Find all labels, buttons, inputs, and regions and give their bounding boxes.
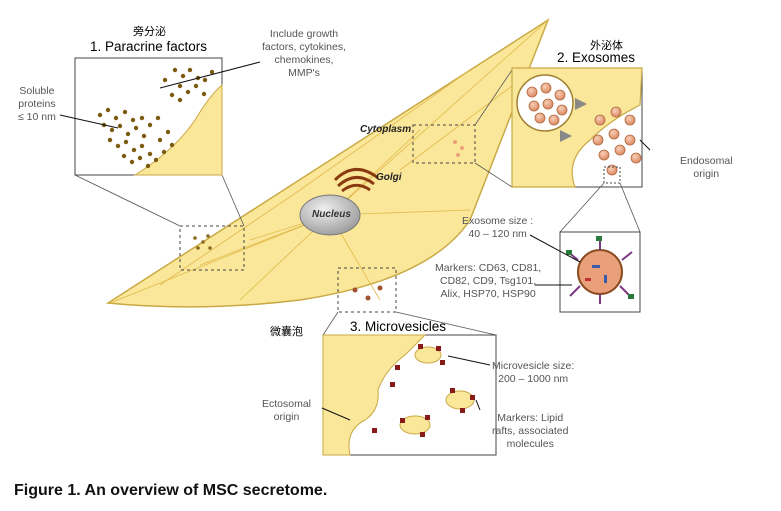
factor-dot bbox=[121, 153, 127, 159]
factor-dot bbox=[130, 117, 136, 123]
exosome-size-note: Exosome size :40 – 120 nm bbox=[462, 215, 534, 240]
factor-dot bbox=[185, 89, 191, 95]
factor-dot bbox=[180, 73, 186, 79]
factor-dot bbox=[109, 127, 115, 133]
exosome-vesicle bbox=[540, 82, 552, 94]
factor-dot bbox=[139, 115, 145, 121]
exosome-detail bbox=[577, 249, 623, 295]
factor-dot bbox=[161, 149, 167, 155]
paracrine-region bbox=[179, 225, 245, 271]
exosome-vesicle bbox=[610, 106, 622, 118]
exosome-vesicle bbox=[592, 134, 604, 146]
golgi-label: Golgi bbox=[376, 172, 402, 183]
paracrine-title: 1. Paracrine factors bbox=[90, 39, 208, 54]
factor-dot bbox=[169, 92, 175, 98]
nucleus-label: Nucleus bbox=[312, 209, 351, 220]
microvesicles-cn: 微囊泡 bbox=[270, 326, 303, 338]
golgi bbox=[333, 168, 379, 193]
factor-dot bbox=[105, 107, 111, 113]
factor-dot bbox=[147, 151, 153, 157]
cytoplasm-label: Cytoplasm bbox=[360, 124, 412, 135]
factor-dot bbox=[137, 155, 143, 161]
release-arrows bbox=[560, 98, 587, 142]
exosome-vesicle bbox=[624, 114, 636, 126]
factor-dot bbox=[129, 159, 135, 165]
exosome-vesicle bbox=[548, 114, 560, 126]
exosome-vesicle bbox=[608, 128, 620, 140]
exosome-vesicle bbox=[556, 104, 568, 116]
figure-caption: Figure 1. An overview of MSC secretome. bbox=[14, 482, 328, 499]
factor-dot bbox=[131, 147, 137, 153]
factor-dot bbox=[133, 125, 139, 131]
factor-dot bbox=[177, 83, 183, 89]
exosome-vesicle bbox=[534, 112, 546, 124]
exosome-markers-note: Markers: CD63, CD81,CD82, CD9, Tsg101,Al… bbox=[435, 262, 542, 300]
factor-dot bbox=[177, 97, 183, 103]
exosomes-title: 2. Exosomes bbox=[557, 50, 636, 65]
exosome-vesicle bbox=[528, 100, 540, 112]
factor-dot bbox=[139, 143, 145, 149]
microvesicle-region bbox=[337, 267, 397, 313]
factor-dot bbox=[187, 67, 193, 73]
factor-dot bbox=[115, 143, 121, 149]
cell-body bbox=[105, 18, 550, 308]
microvesicles-title: 3. Microvesicles bbox=[350, 319, 447, 334]
factor-dot bbox=[113, 115, 119, 121]
paracrine-factor-dots bbox=[97, 67, 215, 169]
factor-dot bbox=[107, 137, 113, 143]
factor-dot bbox=[153, 157, 159, 163]
factor-dot bbox=[165, 129, 171, 135]
factor-dot bbox=[169, 142, 175, 148]
microvesicle-size-note: Microvesicle size:200 – 1000 nm bbox=[492, 360, 575, 385]
exosome-vesicle bbox=[614, 144, 626, 156]
exosome-vesicle bbox=[630, 152, 642, 164]
factor-dot bbox=[147, 122, 153, 128]
exosome-vesicle bbox=[526, 86, 538, 98]
exosome-vesicle bbox=[624, 134, 636, 146]
exosome-region bbox=[412, 124, 476, 164]
exosome-vesicle bbox=[594, 114, 606, 126]
factor-dot bbox=[209, 69, 215, 75]
factor-dot bbox=[141, 133, 147, 139]
factor-dot bbox=[162, 77, 168, 83]
microvesicle-shapes bbox=[399, 346, 475, 435]
factor-dot bbox=[122, 109, 128, 115]
factor-dot bbox=[193, 83, 199, 89]
factor-dot bbox=[117, 123, 123, 129]
exosome-vesicle bbox=[542, 98, 554, 110]
factor-dot bbox=[125, 131, 131, 137]
nucleus bbox=[299, 194, 361, 236]
pointer-arrows bbox=[59, 61, 651, 421]
microvesicle-markers bbox=[372, 344, 475, 437]
factor-dot bbox=[157, 137, 163, 143]
factor-dot bbox=[172, 67, 178, 73]
factor-dot bbox=[201, 91, 207, 97]
factor-dot bbox=[145, 163, 151, 169]
exosomes-cn: 外泌体 bbox=[590, 40, 623, 52]
factor-dot bbox=[123, 139, 129, 145]
exosome-vesicles bbox=[526, 82, 642, 176]
factor-dot bbox=[202, 77, 208, 83]
factor-dot bbox=[97, 112, 103, 118]
exosome-vesicle bbox=[554, 89, 566, 101]
paracrine-cn: 旁分泌 bbox=[133, 26, 166, 38]
exosome-vesicle bbox=[598, 149, 610, 161]
factor-dot bbox=[155, 115, 161, 121]
